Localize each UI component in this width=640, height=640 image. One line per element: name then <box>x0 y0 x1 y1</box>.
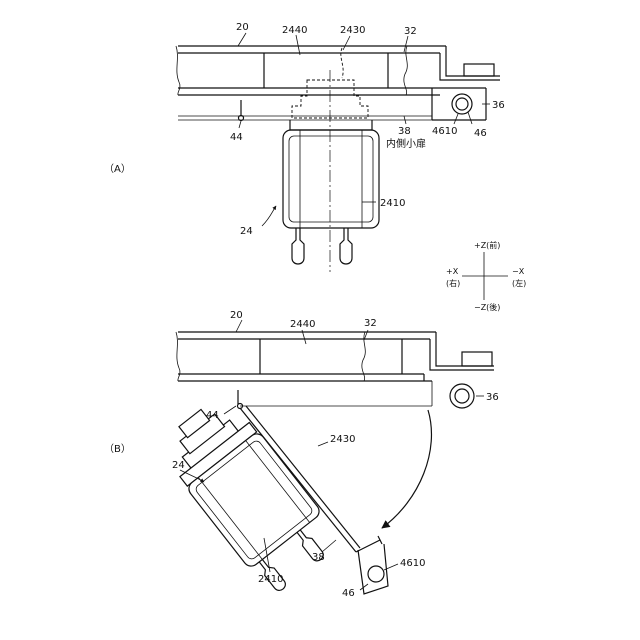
label-2410-a: 2410 <box>380 198 405 209</box>
figure-b: （B） 20 2440 32 36 44 2430 24 2410 38 46 … <box>104 310 499 599</box>
figure-a: （A） 20 2440 2430 32 36 38 内側小扉 4610 46 4… <box>104 22 505 272</box>
label-2430-b: 2430 <box>330 434 355 445</box>
hinge-36 <box>452 94 472 114</box>
label-44-a: 44 <box>230 132 243 143</box>
label-24-a: 24 <box>240 226 253 237</box>
label-4610-a: 4610 <box>432 126 457 137</box>
label-4610-b: 4610 <box>400 558 425 569</box>
label-46-b: 46 <box>342 588 355 599</box>
bracket-44 <box>239 100 244 121</box>
label-2410-b: 2410 <box>258 574 283 585</box>
fig-a-label: （A） <box>104 163 131 175</box>
label-36-b: 36 <box>486 392 499 403</box>
label-38-a: 38 <box>398 126 411 137</box>
label-38-b: 38 <box>312 552 325 563</box>
unit-24 <box>283 70 379 272</box>
label-32-a: 32 <box>404 26 417 37</box>
label-20-b: 20 <box>230 310 243 321</box>
fig-b-label: （B） <box>104 443 131 455</box>
axis-x-plus: +X <box>446 267 459 276</box>
axis-z-minus: −Z(後) <box>474 302 500 312</box>
part-2430-hidden <box>292 48 368 118</box>
frame-20 <box>176 46 500 120</box>
label-32-b: 32 <box>364 318 377 329</box>
label-2440-a: 2440 <box>282 25 307 36</box>
label-44-b: 44 <box>206 410 219 421</box>
axis-x-plus-sub: (右) <box>446 278 460 288</box>
axis-indicator: +Z(前) +X (右) −X (左) −Z(後) <box>446 240 526 312</box>
label-2430-a: 2430 <box>340 25 365 36</box>
axis-z-plus: +Z(前) <box>474 240 500 250</box>
label-36-a: 36 <box>492 100 505 111</box>
label-2440-b: 2440 <box>290 319 315 330</box>
axis-x-minus-sub: (左) <box>512 278 526 288</box>
swing-arc <box>382 410 431 528</box>
label-24-b: 24 <box>172 460 185 471</box>
frame-20-b <box>176 332 494 406</box>
axis-x-minus: −X <box>512 267 525 276</box>
label-inner-door: 内側小扉 <box>386 137 426 150</box>
hinge-36-b <box>450 384 474 408</box>
label-46-a: 46 <box>474 128 487 139</box>
label-20-a: 20 <box>236 22 249 33</box>
